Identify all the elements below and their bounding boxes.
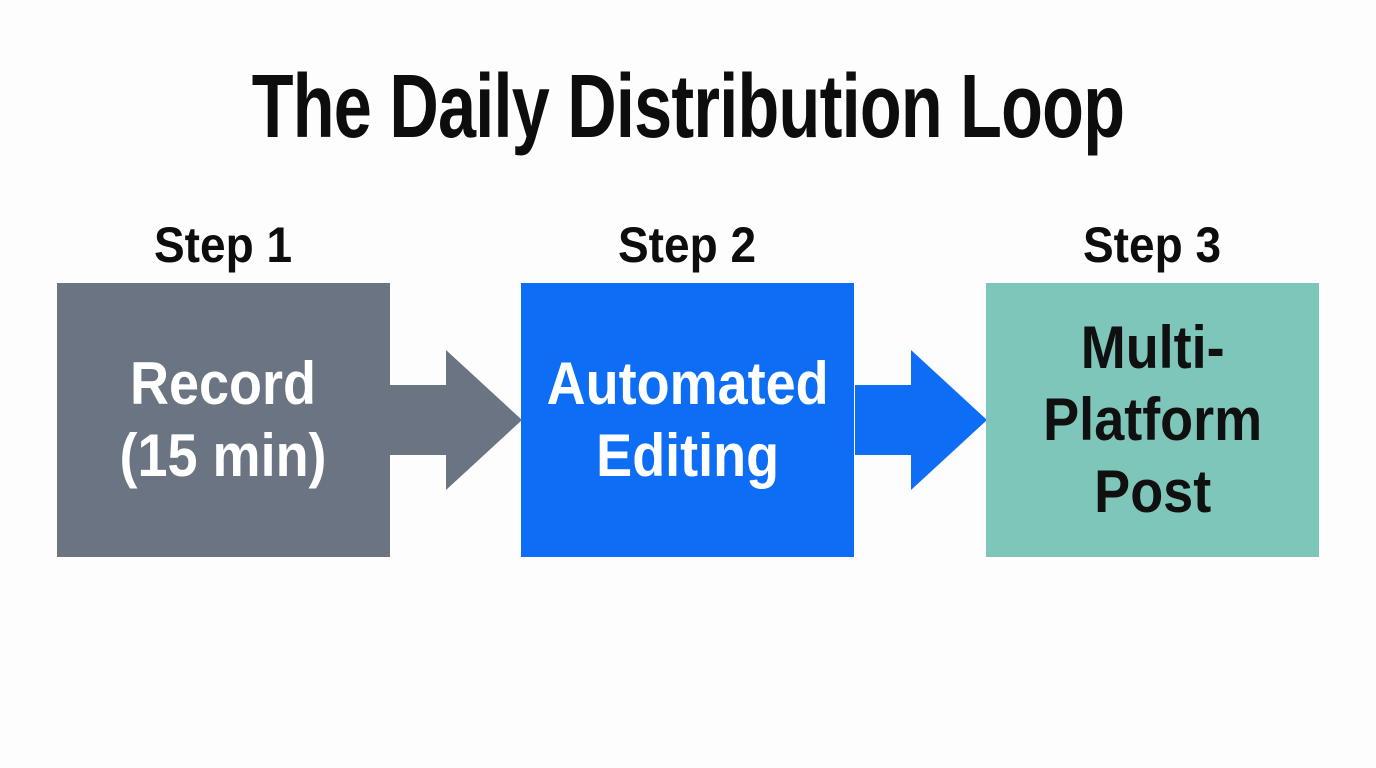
step-2-label-text: Step 2 <box>618 217 757 273</box>
diagram-title-text: The Daily Distribution Loop <box>251 57 1125 157</box>
step-1-label-text: Step 1 <box>154 217 293 273</box>
box-text-line: Platform <box>1042 386 1263 453</box>
step-3-label: Step 3 <box>986 220 1319 270</box>
step-3-box-text: Multi- Platform Post <box>1043 312 1262 528</box>
step-1-box-text: Record (15 min) <box>120 348 327 492</box>
box-text-line: Multi- <box>1080 314 1225 381</box>
step-1-label: Step 1 <box>57 220 390 270</box>
step-2-box-text: Automated Editing <box>546 348 828 492</box>
box-text-line: Automated <box>546 350 829 417</box>
step-1-box: Record (15 min) <box>57 283 390 557</box>
box-text-line: (15 min) <box>119 422 328 489</box>
step-2-box: Automated Editing <box>521 283 854 557</box>
box-text-line: Editing <box>596 422 779 489</box>
arrow-step1-to-step2 <box>390 350 522 490</box>
step-3-label-text: Step 3 <box>1083 217 1222 273</box>
step-2-label: Step 2 <box>521 220 854 270</box>
arrow-shape <box>390 350 522 490</box>
arrow-step2-to-step3 <box>855 350 987 490</box>
box-text-line: Post <box>1093 458 1212 525</box>
step-3-box: Multi- Platform Post <box>986 283 1319 557</box>
arrow-shape <box>855 350 987 490</box>
box-text-line: Record <box>130 350 317 417</box>
diagram-title: The Daily Distribution Loop <box>0 62 1376 152</box>
